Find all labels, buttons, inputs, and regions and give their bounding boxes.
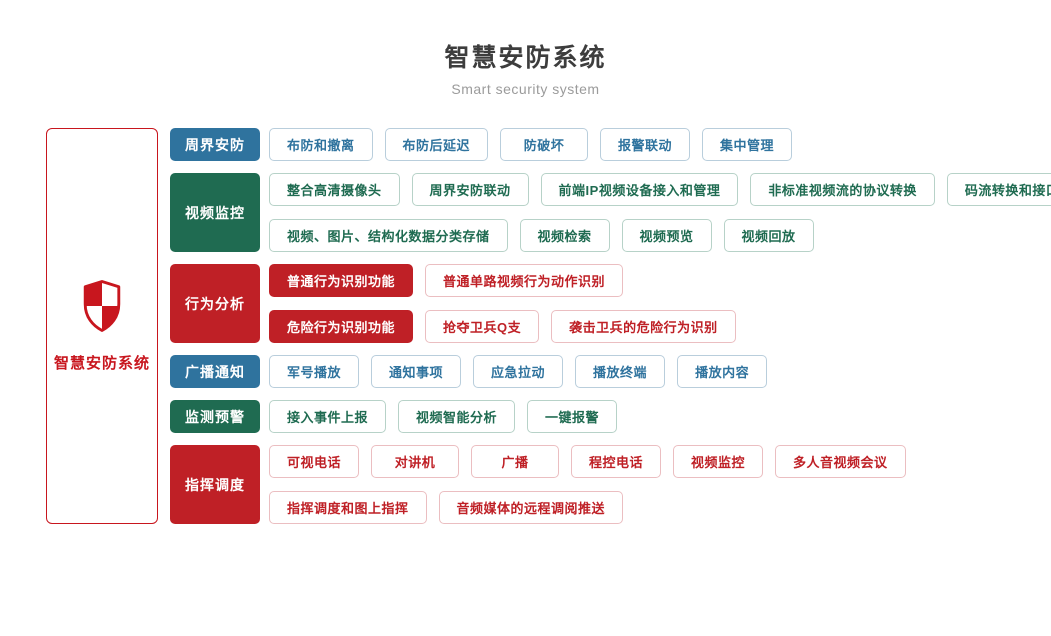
- feature-line: 可视电话对讲机广播程控电话视频监控多人音视频会议: [269, 445, 906, 478]
- shield-icon: [78, 279, 126, 338]
- root-node: 智慧安防系统: [46, 128, 158, 524]
- feature-item: 前端IP视频设备接入和管理: [540, 173, 739, 206]
- page-subtitle: Smart security system: [451, 81, 600, 97]
- feature-item: 普通行为识别功能: [269, 264, 414, 297]
- feature-item: 袭击卫兵的危险行为识别: [551, 310, 736, 343]
- feature-item: 视频智能分析: [398, 400, 516, 433]
- feature-lines: 接入事件上报视频智能分析一键报警: [269, 400, 618, 433]
- feature-line: 危险行为识别功能抢夺卫兵Q支袭击卫兵的危险行为识别: [269, 310, 736, 343]
- feature-line: 视频、图片、结构化数据分类存储视频检索视频预览视频回放: [269, 219, 1051, 252]
- root-node-label: 智慧安防系统: [53, 355, 150, 372]
- feature-item: 播放内容: [677, 355, 768, 388]
- feature-lines: 整合高清摄像头周界安防联动前端IP视频设备接入和管理非标准视频流的协议转换码流转…: [269, 173, 1051, 252]
- feature-item: 指挥调度和图上指挥: [269, 491, 427, 524]
- category-box: 周界安防: [170, 128, 260, 161]
- diagram-content: 智慧安防系统 周界安防布防和撤离布防后延迟防破坏报警联动集中管理视频监控整合高清…: [46, 128, 1051, 524]
- feature-item: 整合高清摄像头: [269, 173, 400, 206]
- feature-item: 应急拉动: [473, 355, 564, 388]
- feature-item: 防破坏: [500, 128, 589, 161]
- feature-lines: 军号播放通知事项应急拉动播放终端播放内容: [269, 355, 768, 388]
- feature-lines: 可视电话对讲机广播程控电话视频监控多人音视频会议指挥调度和图上指挥音频媒体的远程…: [269, 445, 906, 524]
- feature-row: 周界安防布防和撤离布防后延迟防破坏报警联动集中管理: [170, 128, 1051, 161]
- feature-line: 接入事件上报视频智能分析一键报警: [269, 400, 618, 433]
- feature-lines: 布防和撤离布防后延迟防破坏报警联动集中管理: [269, 128, 793, 161]
- feature-row: 行为分析普通行为识别功能普通单路视频行为动作识别危险行为识别功能抢夺卫兵Q支袭击…: [170, 264, 1051, 343]
- feature-item: 程控电话: [571, 445, 662, 478]
- category-box: 广播通知: [170, 355, 260, 388]
- feature-item: 集中管理: [702, 128, 793, 161]
- feature-item: 布防和撤离: [269, 128, 373, 161]
- feature-row: 指挥调度可视电话对讲机广播程控电话视频监控多人音视频会议指挥调度和图上指挥音频媒…: [170, 445, 1051, 524]
- feature-item: 非标准视频流的协议转换: [750, 173, 935, 206]
- feature-item: 抢夺卫兵Q支: [425, 310, 540, 343]
- diagram-header: 智慧安防系统 Smart security system: [0, 38, 1051, 97]
- feature-item: 音频媒体的远程调阅推送: [438, 491, 624, 524]
- feature-item: 对讲机: [371, 445, 460, 478]
- feature-item: 播放终端: [575, 355, 666, 388]
- feature-item: 通知事项: [371, 355, 462, 388]
- feature-lines: 普通行为识别功能普通单路视频行为动作识别危险行为识别功能抢夺卫兵Q支袭击卫兵的危…: [269, 264, 736, 343]
- page-title: 智慧安防系统: [444, 44, 607, 72]
- category-box: 监测预警: [170, 400, 260, 433]
- feature-item: 一键报警: [527, 400, 618, 433]
- feature-item: 视频预览: [621, 219, 712, 252]
- feature-item: 广播: [471, 445, 560, 478]
- feature-item: 视频、图片、结构化数据分类存储: [269, 219, 508, 252]
- feature-item: 危险行为识别功能: [269, 310, 414, 343]
- feature-item: 多人音视频会议: [775, 445, 906, 478]
- category-box: 行为分析: [170, 264, 260, 343]
- feature-item: 码流转换和接口转换: [946, 173, 1051, 206]
- feature-line: 军号播放通知事项应急拉动播放终端播放内容: [269, 355, 768, 388]
- feature-item: 报警联动: [600, 128, 691, 161]
- feature-item: 可视电话: [269, 445, 360, 478]
- feature-item: 周界安防联动: [411, 173, 529, 206]
- category-box: 指挥调度: [170, 445, 260, 524]
- feature-row: 视频监控整合高清摄像头周界安防联动前端IP视频设备接入和管理非标准视频流的协议转…: [170, 173, 1051, 252]
- feature-item: 视频检索: [519, 219, 610, 252]
- feature-item: 普通单路视频行为动作识别: [425, 264, 624, 297]
- feature-line: 布防和撤离布防后延迟防破坏报警联动集中管理: [269, 128, 793, 161]
- feature-item: 军号播放: [269, 355, 360, 388]
- feature-item: 接入事件上报: [269, 400, 387, 433]
- feature-item: 布防后延迟: [384, 128, 489, 161]
- feature-line: 普通行为识别功能普通单路视频行为动作识别: [269, 264, 736, 297]
- category-box: 视频监控: [170, 173, 260, 252]
- feature-line: 整合高清摄像头周界安防联动前端IP视频设备接入和管理非标准视频流的协议转换码流转…: [269, 173, 1051, 206]
- feature-row: 监测预警接入事件上报视频智能分析一键报警: [170, 400, 1051, 433]
- feature-item: 视频回放: [723, 219, 814, 252]
- feature-line: 指挥调度和图上指挥音频媒体的远程调阅推送: [269, 491, 906, 524]
- feature-row: 广播通知军号播放通知事项应急拉动播放终端播放内容: [170, 355, 1051, 388]
- feature-item: 视频监控: [673, 445, 764, 478]
- feature-rows: 周界安防布防和撤离布防后延迟防破坏报警联动集中管理视频监控整合高清摄像头周界安防…: [170, 128, 1051, 524]
